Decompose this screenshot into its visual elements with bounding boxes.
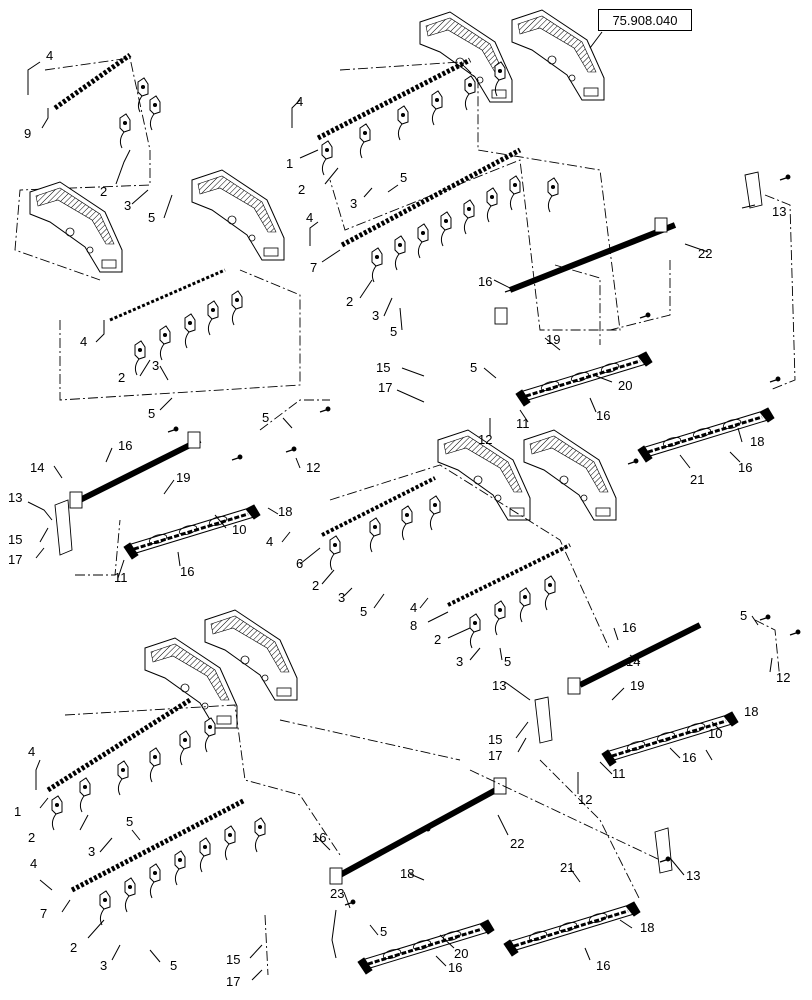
callout-8: 8 xyxy=(410,618,417,633)
callout-11: 11 xyxy=(516,416,530,431)
callout-5: 5 xyxy=(740,608,747,623)
callout-20: 20 xyxy=(618,378,632,393)
callout-leaders xyxy=(27,61,773,981)
callout-23: 23 xyxy=(330,886,344,901)
callout-4: 4 xyxy=(410,600,417,615)
callout-18: 18 xyxy=(744,704,758,719)
callout-4: 4 xyxy=(80,334,87,349)
callout-10: 10 xyxy=(232,522,246,537)
callout-2: 2 xyxy=(100,184,107,199)
callout-15: 15 xyxy=(376,360,390,375)
callout-3: 3 xyxy=(372,308,379,323)
callout-3: 3 xyxy=(100,958,107,973)
callout-3: 3 xyxy=(88,844,95,859)
callout-16: 16 xyxy=(118,438,132,453)
callout-19: 19 xyxy=(546,332,560,347)
callout-12: 12 xyxy=(578,792,592,807)
callout-16: 16 xyxy=(738,460,752,475)
callout-18: 18 xyxy=(640,920,654,935)
callout-15: 15 xyxy=(226,952,240,967)
callout-5: 5 xyxy=(170,958,177,973)
callout-10: 10 xyxy=(708,726,722,741)
callout-2: 2 xyxy=(312,578,319,593)
callout-21: 21 xyxy=(560,860,574,875)
callout-4: 4 xyxy=(46,48,53,63)
callout-12: 12 xyxy=(478,432,492,447)
callout-20: 20 xyxy=(454,946,468,961)
callout-numbers: 4 9 4 2 3 5 1 2 3 5 13 22 4 7 2 3 5 16 4… xyxy=(8,48,790,989)
callout-18: 18 xyxy=(400,866,414,881)
callout-2: 2 xyxy=(118,370,125,385)
callout-18: 18 xyxy=(750,434,764,449)
callout-16: 16 xyxy=(682,750,696,765)
callout-2: 2 xyxy=(298,182,305,197)
reference-number-box: 75.908.040 xyxy=(598,9,692,31)
main-drawing xyxy=(14,9,801,976)
callout-16: 16 xyxy=(448,960,462,975)
callout-16: 16 xyxy=(180,564,194,579)
callout-5: 5 xyxy=(380,924,387,939)
callout-5: 5 xyxy=(148,406,155,421)
callout-5: 5 xyxy=(126,814,133,829)
callout-1: 1 xyxy=(14,804,21,819)
callout-4: 4 xyxy=(28,744,35,759)
callout-16: 16 xyxy=(478,274,492,289)
callout-19: 19 xyxy=(630,678,644,693)
reference-number: 75.908.040 xyxy=(612,12,678,28)
callout-5: 5 xyxy=(390,324,397,339)
callout-17: 17 xyxy=(226,974,240,989)
callout-11: 11 xyxy=(114,570,128,585)
callout-16: 16 xyxy=(622,620,636,635)
callout-11: 11 xyxy=(612,766,626,781)
callout-17: 17 xyxy=(378,380,392,395)
callout-4: 4 xyxy=(296,94,303,109)
callout-4: 4 xyxy=(306,210,313,225)
callout-7: 7 xyxy=(40,906,47,921)
callout-14: 14 xyxy=(30,460,44,475)
callout-5: 5 xyxy=(148,210,155,225)
callout-22: 22 xyxy=(510,836,524,851)
callout-13: 13 xyxy=(492,678,506,693)
callout-2: 2 xyxy=(28,830,35,845)
callout-2: 2 xyxy=(346,294,353,309)
callout-1: 1 xyxy=(286,156,293,171)
callout-16: 16 xyxy=(596,958,610,973)
callout-5: 5 xyxy=(262,410,269,425)
callout-5: 5 xyxy=(400,170,407,185)
callout-9: 9 xyxy=(24,126,31,141)
callout-15: 15 xyxy=(488,732,502,747)
callout-3: 3 xyxy=(338,590,345,605)
callout-5: 5 xyxy=(504,654,511,669)
callout-2: 2 xyxy=(70,940,77,955)
callout-4: 4 xyxy=(30,856,37,871)
callout-21: 21 xyxy=(690,472,704,487)
callout-3: 3 xyxy=(350,196,357,211)
callout-5: 5 xyxy=(470,360,477,375)
callout-15: 15 xyxy=(8,532,22,547)
callout-6: 6 xyxy=(296,556,303,571)
callout-12: 12 xyxy=(776,670,790,685)
callout-4: 4 xyxy=(266,534,273,549)
callout-3: 3 xyxy=(124,198,131,213)
callout-13: 13 xyxy=(772,204,786,219)
callout-16: 16 xyxy=(596,408,610,423)
callout-3: 3 xyxy=(456,654,463,669)
callout-13: 13 xyxy=(686,868,700,883)
callout-22: 22 xyxy=(698,246,712,261)
callout-7: 7 xyxy=(310,260,317,275)
callout-17: 17 xyxy=(488,748,502,763)
callout-3: 3 xyxy=(152,358,159,373)
callout-16: 16 xyxy=(312,830,326,845)
callout-2: 2 xyxy=(434,632,441,647)
callout-14: 14 xyxy=(626,654,640,669)
callout-18: 18 xyxy=(278,504,292,519)
callout-5: 5 xyxy=(360,604,367,619)
callout-12: 12 xyxy=(306,460,320,475)
callout-17: 17 xyxy=(8,552,22,567)
callout-13: 13 xyxy=(8,490,22,505)
callout-19: 19 xyxy=(176,470,190,485)
